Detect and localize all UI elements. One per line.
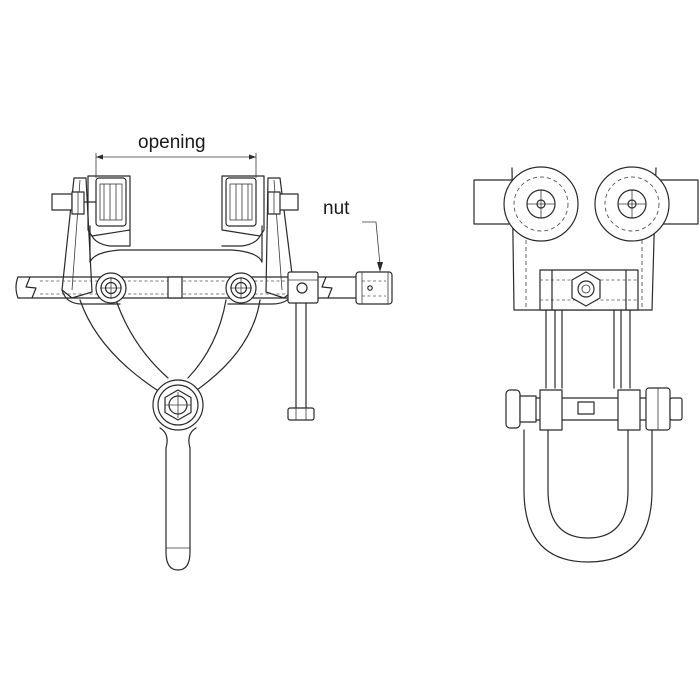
v-arm-hanger — [61, 289, 295, 393]
side-view — [473, 166, 699, 563]
side-crossbar-block — [539, 269, 639, 311]
side-wheel-left — [503, 166, 579, 242]
shackle-pin — [505, 387, 683, 431]
crossbar-nut — [287, 271, 319, 304]
center-hex-nut — [152, 379, 204, 431]
suspension-shank — [159, 427, 197, 571]
shackle-bow — [523, 429, 653, 563]
frame-arch — [89, 249, 263, 263]
opening-label: opening — [138, 132, 206, 153]
left-wheel-assembly — [87, 175, 131, 263]
right-pivot-pin — [225, 272, 257, 304]
nut-label: nut — [323, 198, 350, 219]
front-view: opening — [15, 132, 393, 571]
vertical-bolt — [287, 302, 315, 421]
left-pivot-pin — [95, 272, 127, 304]
right-wheel-assembly — [221, 175, 265, 263]
nut-callout: nut — [323, 198, 383, 272]
right-axle-bolt — [267, 191, 299, 215]
hanger-straps — [545, 309, 631, 415]
end-cap-nut — [355, 271, 393, 305]
left-axle-bolt — [51, 191, 99, 215]
opening-dimension: opening — [95, 132, 257, 178]
side-wheel-right — [594, 166, 670, 242]
